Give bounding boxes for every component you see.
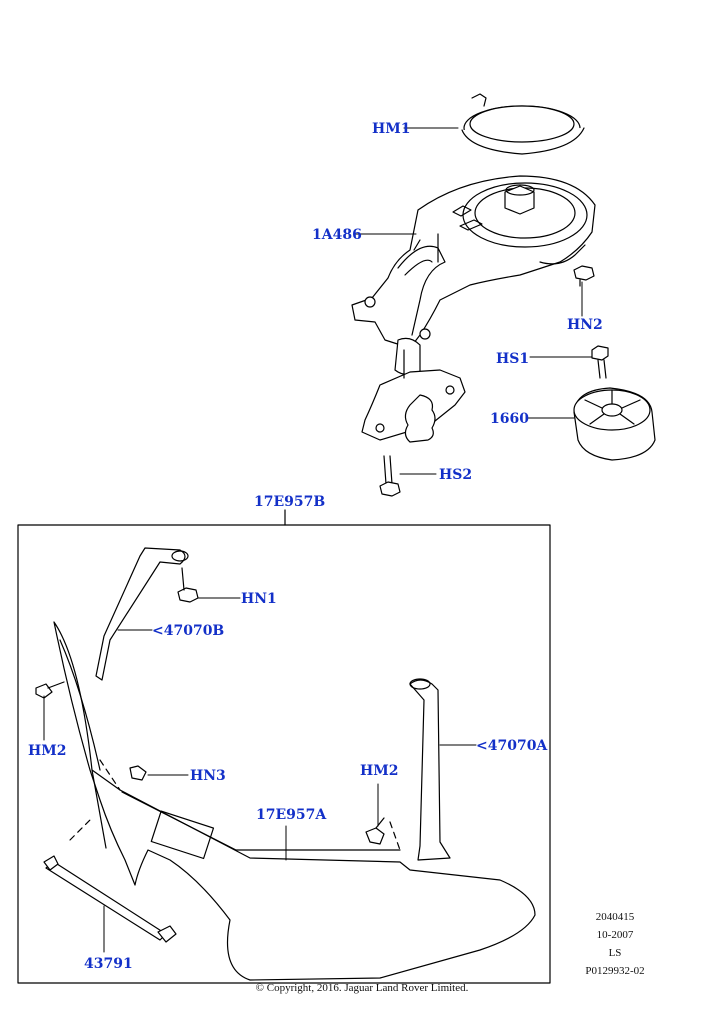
callout-47070b: <47070B (152, 623, 225, 639)
callout-43791: 43791 (84, 956, 133, 972)
callout-hn2: HN2 (567, 317, 603, 333)
info-line-4: P0129932-02 (585, 965, 645, 977)
rod-43791 (43, 855, 177, 943)
support-1660 (573, 387, 656, 461)
callout-hs1: HS1 (496, 351, 530, 367)
callout-hm2-right: HM2 (360, 763, 399, 779)
bolt-hs1 (591, 345, 609, 379)
nut-hn2-top (573, 265, 595, 287)
info-line-2: 10-2007 (596, 929, 634, 941)
callout-1a486: 1A486 (312, 227, 362, 243)
assembly-frame (17, 524, 551, 984)
bracket-1a486 (351, 175, 596, 349)
cap-hm1 (461, 93, 585, 155)
strap-47070a (409, 678, 451, 861)
strap-47070b (95, 547, 189, 681)
copyright-notice: © Copyright, 2016. Jaguar Land Rover Lim… (255, 982, 469, 994)
tray-17e957a (53, 621, 536, 981)
callout-1660: 1660 (490, 411, 529, 427)
callout-17e957a: 17E957A (256, 807, 327, 823)
callout-hm1: HM1 (372, 121, 411, 137)
info-line-3: LS (608, 947, 622, 959)
callout-17e957b: 17E957B (254, 494, 326, 510)
info-line-1: 2040415 (595, 911, 635, 923)
callout-47070a: <47070A (476, 738, 548, 754)
callout-hn1: HN1 (241, 591, 277, 607)
callout-hn3: HN3 (190, 768, 226, 784)
callout-hs2: HS2 (439, 467, 473, 483)
mount-lower (361, 337, 466, 443)
bolt-hs2 (379, 455, 401, 497)
info-block: 2040415 10-2007 LS P0129932-02 (570, 908, 660, 980)
callout-hm2-left: HM2 (28, 743, 67, 759)
